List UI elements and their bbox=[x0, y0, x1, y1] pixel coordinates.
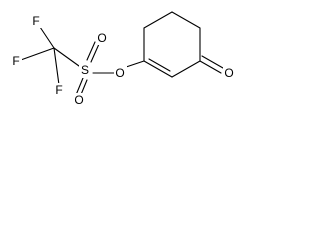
bond-s-o-top-a bbox=[86, 41, 96, 61]
bond-c6-c5 bbox=[143, 11, 173, 29]
bond-c3-o-b bbox=[201, 55, 224, 69]
atom-o-ester: O bbox=[115, 66, 124, 80]
bond-c5-c4 bbox=[171, 11, 201, 29]
bond-s-o-bottom-a bbox=[75, 77, 84, 96]
atom-labels: F F F S O O O O bbox=[12, 14, 233, 107]
bond-c-f3 bbox=[53, 47, 60, 86]
atom-f1: F bbox=[32, 14, 39, 28]
chemical-structure: F F F S O O O O bbox=[10, 11, 236, 108]
bond-c3-o-a bbox=[199, 60, 222, 74]
bond-c2-c1 bbox=[143, 60, 173, 78]
atom-f3: F bbox=[55, 83, 62, 97]
bonds bbox=[17, 11, 224, 98]
bond-c-f2 bbox=[17, 47, 55, 62]
bond-c2-c1-inner bbox=[148, 58, 171, 72]
bond-o-c1 bbox=[125, 60, 145, 68]
atom-o-ketone: O bbox=[224, 66, 233, 80]
atom-label-backgrounds bbox=[10, 14, 236, 108]
atom-o-s-bottom: O bbox=[74, 93, 83, 107]
bond-c3-c2 bbox=[171, 60, 201, 78]
bond-s-o-top-b bbox=[90, 43, 100, 63]
atom-s: S bbox=[81, 63, 89, 77]
atom-o-s-top: O bbox=[97, 31, 106, 45]
atom-f2: F bbox=[12, 54, 19, 68]
bond-c-s bbox=[53, 47, 80, 67]
